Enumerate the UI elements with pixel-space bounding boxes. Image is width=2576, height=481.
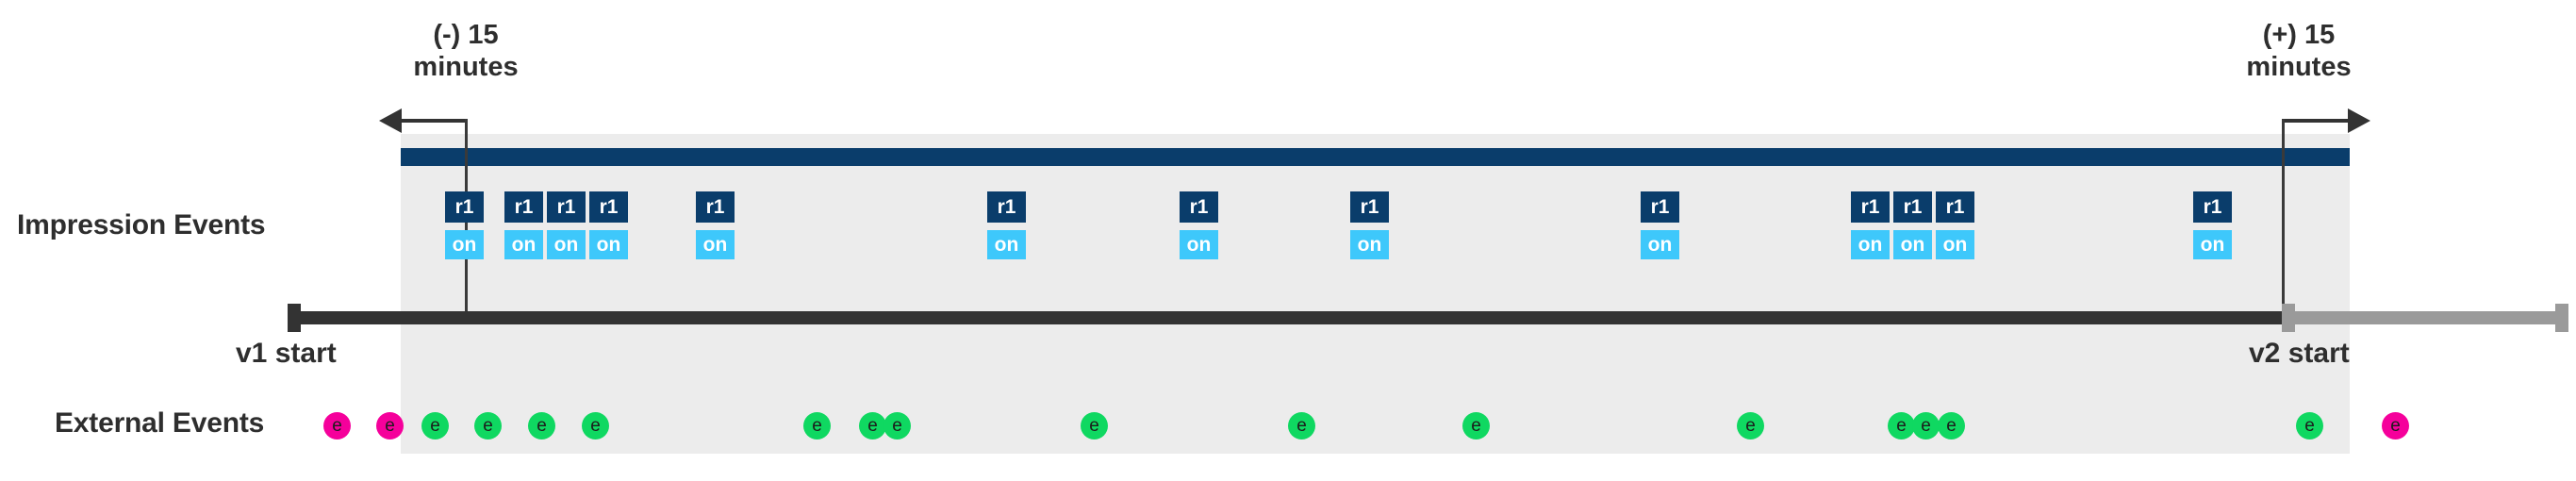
impression-event-group: r1 on bbox=[2193, 191, 2232, 259]
timeline-cap-v2-start bbox=[2282, 304, 2295, 332]
offset-left-line2: minutes bbox=[413, 52, 519, 83]
external-event-dot[interactable]: e bbox=[1737, 412, 1764, 440]
external-event-dot[interactable]: e bbox=[1462, 412, 1490, 440]
external-event-dot[interactable]: e bbox=[2382, 412, 2409, 440]
impression-event-group: r1 on bbox=[1350, 191, 1389, 259]
external-event-dot[interactable]: e bbox=[323, 412, 351, 440]
impression-event-chip-pair[interactable]: r1 on bbox=[1641, 191, 1679, 259]
external-event-dot[interactable]: e bbox=[528, 412, 555, 440]
impression-request-chip: r1 bbox=[547, 191, 586, 223]
impression-request-chip: r1 bbox=[987, 191, 1026, 223]
version-rail bbox=[401, 148, 2350, 166]
impression-request-chip: r1 bbox=[1350, 191, 1389, 223]
external-event-dot[interactable]: e bbox=[803, 412, 831, 440]
external-event-dot[interactable]: e bbox=[859, 412, 886, 440]
external-event-dot[interactable]: e bbox=[883, 412, 911, 440]
external-event-dot[interactable]: e bbox=[1938, 412, 1965, 440]
offset-right-line1: (+) 15 bbox=[2262, 20, 2336, 50]
impression-state-chip: on bbox=[1180, 230, 1218, 259]
impression-event-chip-pair[interactable]: r1 on bbox=[1180, 191, 1218, 259]
external-event-dot[interactable]: e bbox=[1288, 412, 1315, 440]
impression-state-chip: on bbox=[504, 230, 543, 259]
window-boundary-right bbox=[2282, 119, 2285, 319]
impression-state-chip: on bbox=[589, 230, 628, 259]
offset-right-arrow-shaft bbox=[2284, 119, 2350, 123]
impression-event-chip-pair[interactable]: r1 on bbox=[1936, 191, 1974, 259]
timeline-label-v1-start: v1 start bbox=[236, 338, 337, 369]
impression-event-chip-pair[interactable]: r1 on bbox=[547, 191, 586, 259]
offset-left-line1: (-) 15 bbox=[433, 20, 499, 50]
impression-request-chip: r1 bbox=[1893, 191, 1932, 223]
impression-event-chip-pair[interactable]: r1 on bbox=[987, 191, 1026, 259]
impression-request-chip: r1 bbox=[445, 191, 484, 223]
impression-state-chip: on bbox=[1936, 230, 1974, 259]
impression-state-chip: on bbox=[1893, 230, 1932, 259]
impression-event-chip-pair[interactable]: r1 on bbox=[696, 191, 735, 259]
impression-request-chip: r1 bbox=[504, 191, 543, 223]
impression-state-chip: on bbox=[1851, 230, 1890, 259]
impression-request-chip: r1 bbox=[1180, 191, 1218, 223]
arrow-right-icon bbox=[2348, 108, 2370, 133]
analysis-window-band bbox=[401, 134, 2350, 454]
offset-callout-right: (+) 15 minutes bbox=[2192, 19, 2405, 83]
timeline-bar-v1 bbox=[288, 311, 2286, 324]
impression-state-chip: on bbox=[1641, 230, 1679, 259]
impression-state-chip: on bbox=[1350, 230, 1389, 259]
impression-state-chip: on bbox=[987, 230, 1026, 259]
impression-request-chip: r1 bbox=[2193, 191, 2232, 223]
impression-state-chip: on bbox=[445, 230, 484, 259]
offset-right-line2: minutes bbox=[2246, 52, 2352, 83]
timeline-bar-v2 bbox=[2282, 311, 2568, 324]
impression-state-chip: on bbox=[696, 230, 735, 259]
impression-event-chip-pair[interactable]: r1 on bbox=[2193, 191, 2232, 259]
offset-callout-left: (-) 15 minutes bbox=[359, 19, 572, 83]
impression-request-chip: r1 bbox=[696, 191, 735, 223]
timeline-cap-v2-end bbox=[2555, 304, 2568, 332]
impression-request-chip: r1 bbox=[1641, 191, 1679, 223]
arrow-left-icon bbox=[379, 108, 402, 133]
impression-state-chip: on bbox=[2193, 230, 2232, 259]
impression-event-chip-pair[interactable]: r1 on bbox=[504, 191, 543, 259]
external-event-dot[interactable]: e bbox=[582, 412, 609, 440]
external-event-dot[interactable]: e bbox=[2296, 412, 2323, 440]
impression-event-chip-pair[interactable]: r1 on bbox=[1350, 191, 1389, 259]
external-event-dot[interactable]: e bbox=[474, 412, 502, 440]
offset-left-arrow-shaft bbox=[400, 119, 468, 123]
row-label-external-events: External Events bbox=[55, 407, 265, 439]
impression-request-chip: r1 bbox=[589, 191, 628, 223]
timeline-cap-v1-start bbox=[288, 304, 301, 332]
timeline-label-v2-start: v2 start bbox=[2249, 338, 2350, 369]
impression-event-chip-pair[interactable]: r1 on bbox=[1893, 191, 1932, 259]
row-label-impression-events: Impression Events bbox=[17, 209, 266, 240]
impression-event-group: r1 on bbox=[1641, 191, 1679, 259]
impression-event-chip-pair[interactable]: r1 on bbox=[589, 191, 628, 259]
impression-event-group: r1 on bbox=[445, 191, 484, 259]
impression-event-group: r1 on bbox=[987, 191, 1026, 259]
impression-event-group: r1 on bbox=[1180, 191, 1218, 259]
impression-state-chip: on bbox=[547, 230, 586, 259]
impression-request-chip: r1 bbox=[1851, 191, 1890, 223]
external-event-dot[interactable]: e bbox=[1081, 412, 1108, 440]
impression-event-chip-pair[interactable]: r1 on bbox=[1851, 191, 1890, 259]
impression-request-chip: r1 bbox=[1936, 191, 1974, 223]
external-event-dot[interactable]: e bbox=[1888, 412, 1915, 440]
external-event-dot[interactable]: e bbox=[376, 412, 404, 440]
external-event-dot[interactable]: e bbox=[1912, 412, 1940, 440]
external-event-dot[interactable]: e bbox=[421, 412, 449, 440]
impression-event-chip-pair[interactable]: r1 on bbox=[445, 191, 484, 259]
impression-event-group: r1 on bbox=[696, 191, 735, 259]
